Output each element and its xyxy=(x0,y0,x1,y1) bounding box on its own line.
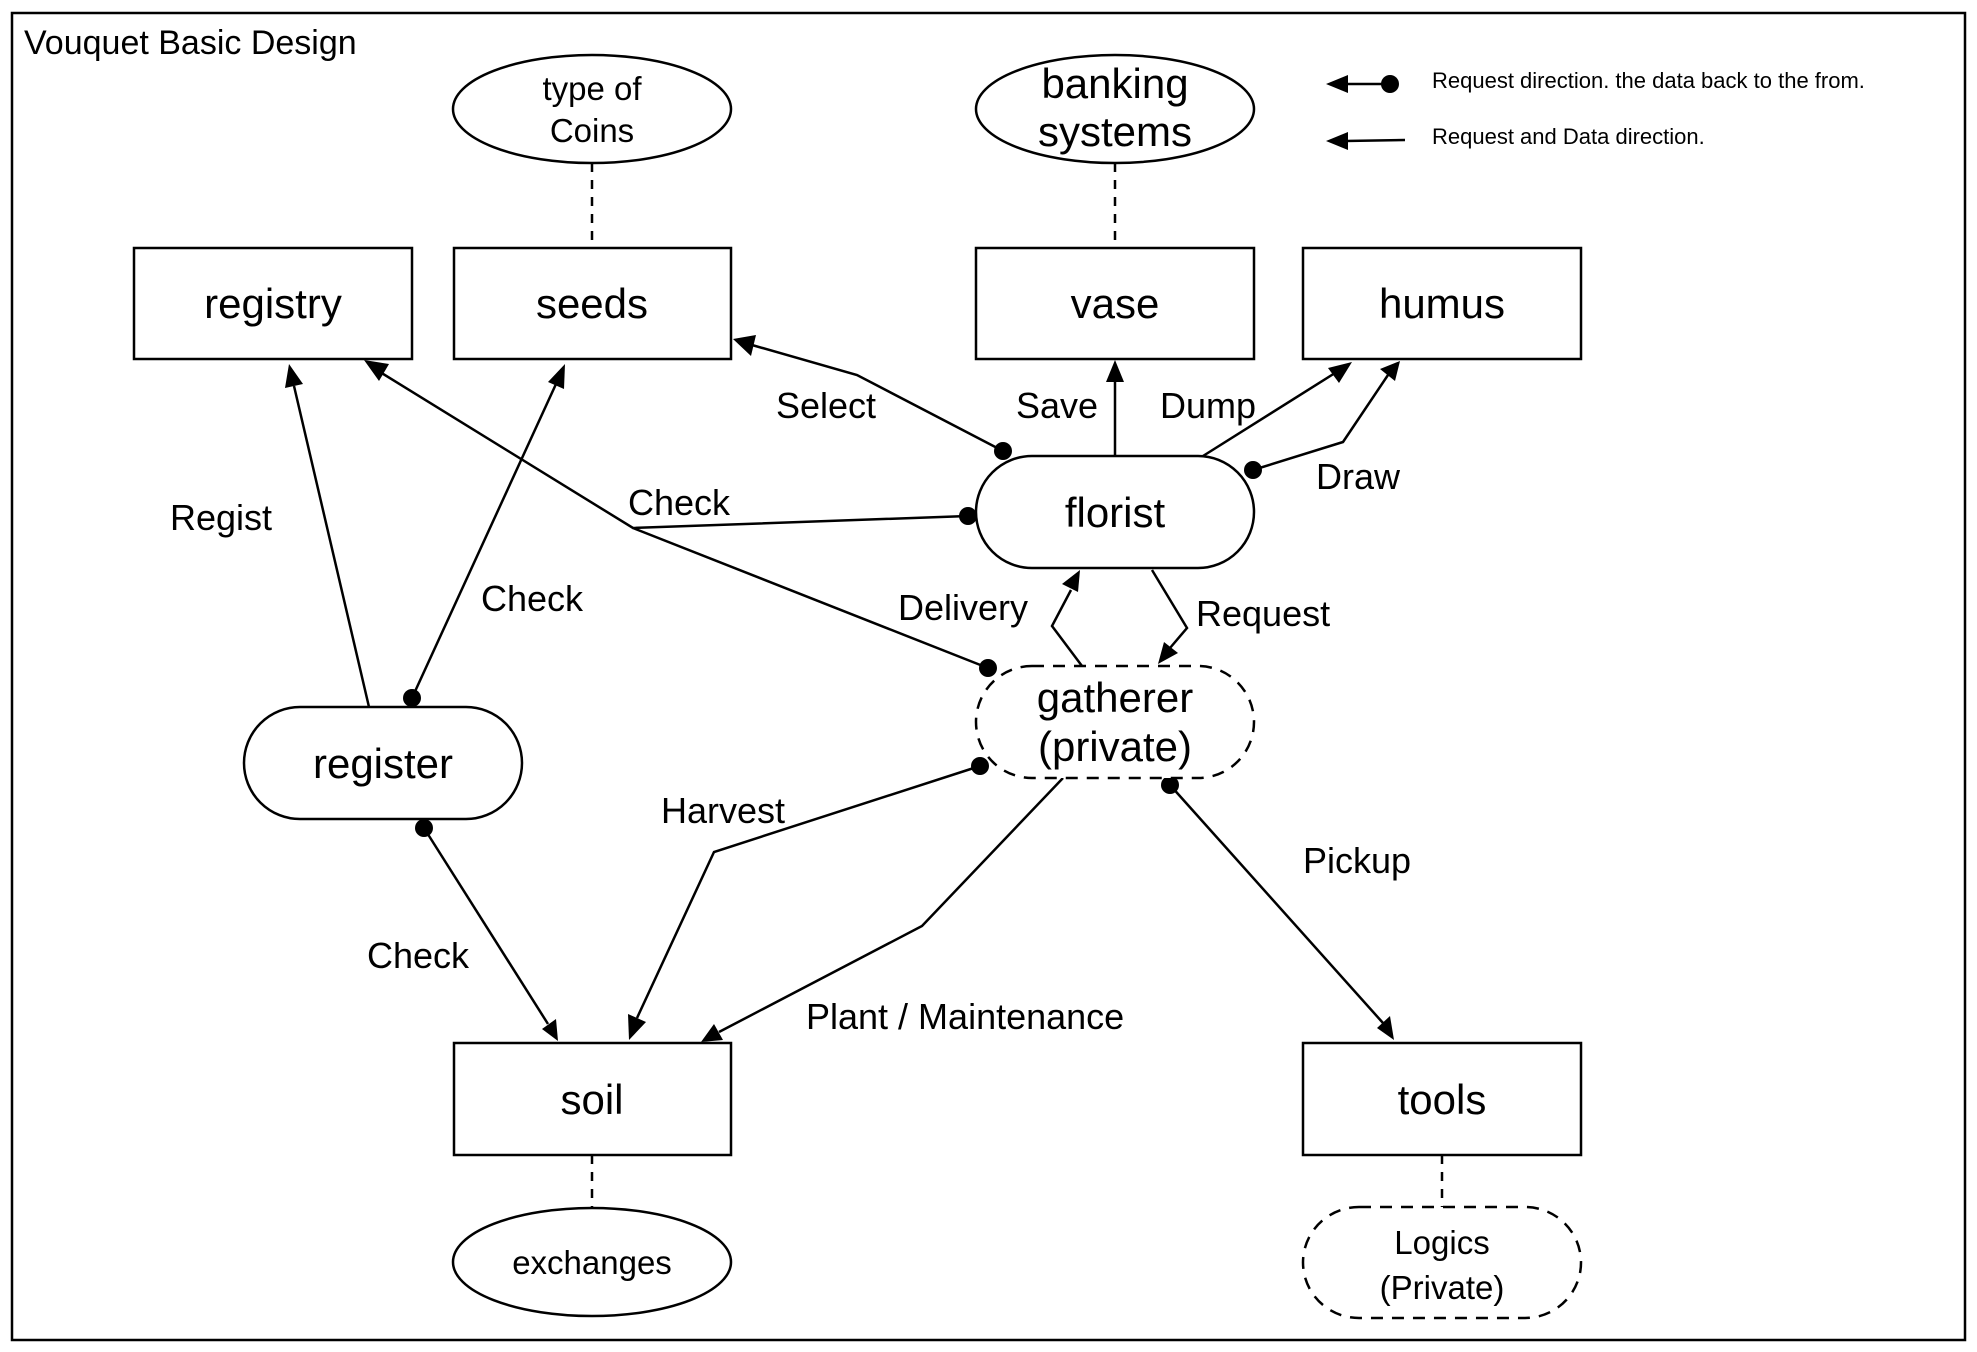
node-tools: tools xyxy=(1301,1041,1583,1157)
arrowhead-icon xyxy=(1377,1016,1394,1040)
diagram-frame xyxy=(10,11,1967,1342)
edge-label-draw: Draw xyxy=(1316,456,1401,497)
ellipse-banking-systems: banking systems xyxy=(974,53,1256,165)
edge-label-plant-maintenance: Plant / Maintenance xyxy=(806,996,1124,1037)
node-vase: vase xyxy=(974,246,1256,361)
ellipse-exchanges-label: exchanges xyxy=(512,1244,672,1281)
dot-icon xyxy=(1161,776,1179,794)
node-logics: Logics (Private) xyxy=(1301,1205,1583,1320)
edge-draw xyxy=(1244,361,1400,479)
edge-label-select: Select xyxy=(776,385,876,426)
ellipse-type-of-coins-label-2: Coins xyxy=(550,112,634,149)
node-tools-label: tools xyxy=(1398,1076,1487,1123)
node-vase-label: vase xyxy=(1071,280,1160,327)
node-soil-label: soil xyxy=(560,1076,623,1123)
node-logics-label-1: Logics xyxy=(1394,1224,1489,1261)
node-logics-label-2: (Private) xyxy=(1380,1269,1505,1306)
edge-gatherer-registry xyxy=(632,526,997,677)
arrowhead-icon xyxy=(1158,642,1178,664)
legend-arrowhead-icon xyxy=(1326,132,1348,150)
edge-label-pickup: Pickup xyxy=(1303,840,1411,881)
node-registry-label: registry xyxy=(204,280,342,327)
edge-delivery xyxy=(1050,570,1083,667)
legend: Request direction. the data back to the … xyxy=(1326,68,1865,150)
dot-icon xyxy=(971,757,989,775)
edge-request xyxy=(1150,569,1189,664)
diagram-title: Vouquet Basic Design xyxy=(24,24,357,62)
arrowhead-icon xyxy=(701,1024,723,1042)
node-seeds: seeds xyxy=(452,246,733,361)
node-register-label: register xyxy=(313,740,453,787)
node-gatherer-label-1: gatherer xyxy=(1037,674,1193,721)
legend-dot-arrow-label: Request direction. the data back to the … xyxy=(1432,68,1865,93)
ellipse-type-of-coins: type of Coins xyxy=(451,53,733,165)
arrowhead-icon xyxy=(364,360,389,381)
edge-check-register-soil xyxy=(415,819,558,1041)
node-seeds-label: seeds xyxy=(536,280,648,327)
edge-harvest xyxy=(628,757,989,1040)
ellipse-banking-systems-label-1: banking xyxy=(1041,60,1188,107)
dot-icon xyxy=(1244,461,1262,479)
arrowhead-icon xyxy=(1380,361,1400,381)
edge-label-harvest: Harvest xyxy=(661,790,785,831)
node-registry: registry xyxy=(132,246,414,361)
edge-check-register-seeds xyxy=(403,364,565,707)
node-florist: florist xyxy=(974,454,1256,570)
legend-dot-icon xyxy=(1381,75,1399,93)
edge-label-request: Request xyxy=(1196,593,1330,634)
edge-pickup xyxy=(1161,776,1394,1040)
node-register: register xyxy=(242,705,524,821)
dot-icon xyxy=(403,689,421,707)
legend-arrowhead-icon xyxy=(1326,75,1348,93)
ellipse-banking-systems-label-2: systems xyxy=(1038,108,1192,155)
node-humus-label: humus xyxy=(1379,280,1505,327)
arrowhead-icon xyxy=(1106,360,1124,382)
arrowhead-icon xyxy=(628,1014,646,1040)
edge-label-dump: Dump xyxy=(1160,385,1256,426)
arrowhead-icon xyxy=(733,335,756,356)
node-gatherer-label-2: (private) xyxy=(1038,723,1192,770)
arrowhead-icon xyxy=(1328,362,1352,383)
arrowhead-icon xyxy=(542,1019,558,1041)
dot-icon xyxy=(979,659,997,677)
edge-label-check-florist-registry: Check xyxy=(628,482,731,523)
edge-label-regist: Regist xyxy=(170,497,272,538)
edge-label-check-register-seeds: Check xyxy=(481,578,584,619)
node-gatherer: gatherer (private) xyxy=(974,664,1256,780)
edge-save xyxy=(1106,360,1124,456)
dot-icon xyxy=(994,442,1012,460)
arrowhead-icon xyxy=(548,364,565,389)
dot-icon xyxy=(415,819,433,837)
node-florist-label: florist xyxy=(1065,489,1166,536)
edge-label-save: Save xyxy=(1016,385,1098,426)
node-humus: humus xyxy=(1301,246,1583,361)
legend-plain-arrow-label: Request and Data direction. xyxy=(1432,124,1705,149)
arrowhead-icon xyxy=(1062,570,1080,592)
arrowhead-icon xyxy=(285,364,303,388)
ellipse-type-of-coins-label-1: type of xyxy=(542,70,642,107)
edge-regist xyxy=(285,364,371,708)
edge-label-check-register-soil: Check xyxy=(367,935,470,976)
edge-select xyxy=(733,335,1012,460)
edge-plant-maintenance xyxy=(701,777,1064,1042)
edge-dump xyxy=(1202,362,1352,458)
edge-label-delivery: Delivery xyxy=(898,587,1028,628)
node-soil: soil xyxy=(452,1041,733,1157)
dot-icon xyxy=(959,507,977,525)
ellipse-exchanges: exchanges xyxy=(451,1206,733,1318)
